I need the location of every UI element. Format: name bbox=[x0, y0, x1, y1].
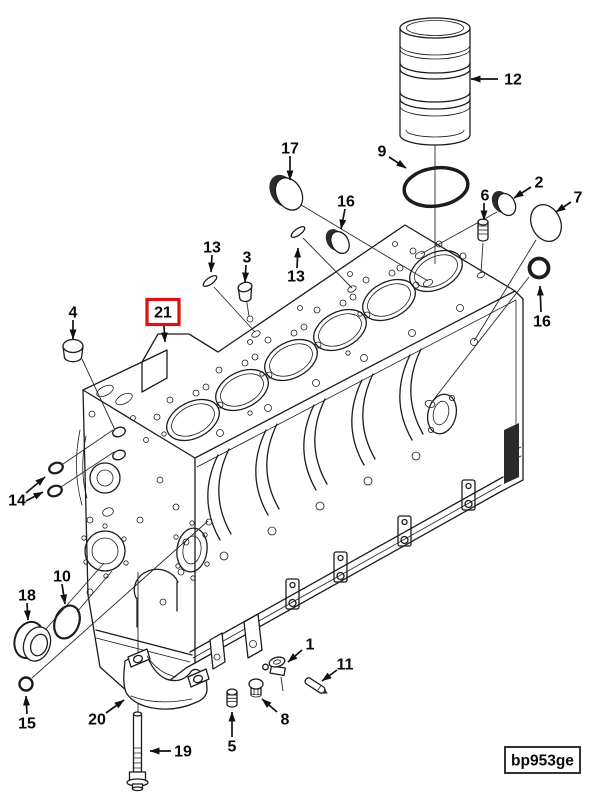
part-2-cup-plug bbox=[491, 191, 517, 217]
part-9-liner-oring bbox=[402, 165, 470, 209]
part-10-cam-oring bbox=[53, 604, 81, 640]
part-7-expansion-plug-large bbox=[530, 204, 562, 242]
svg-text:12: 12 bbox=[504, 72, 522, 89]
figure-code-box bbox=[504, 746, 581, 774]
part-19-cap-bolt bbox=[126, 711, 149, 792]
part-1-fitting bbox=[262, 656, 286, 677]
callout-3-dowel-plug: 3 bbox=[242, 250, 252, 283]
svg-text:8: 8 bbox=[281, 712, 290, 729]
callout-10-cam-oring: 10 bbox=[53, 569, 71, 605]
callout-5-bottom-plug: 5 bbox=[228, 711, 237, 756]
svg-text:13: 13 bbox=[287, 269, 305, 286]
engine-block-drawing bbox=[76, 224, 524, 693]
callout-2-cup-plug-rear: 2 bbox=[513, 175, 544, 199]
svg-text:19: 19 bbox=[174, 744, 192, 761]
part-16-cup-plug-upper bbox=[325, 229, 350, 255]
part-15-small-oring bbox=[18, 676, 34, 692]
svg-text:7: 7 bbox=[574, 190, 583, 207]
part-3-dowel-plug bbox=[237, 281, 253, 303]
svg-text:20: 20 bbox=[88, 712, 106, 729]
front-face-details bbox=[76, 410, 190, 628]
callout-4-front-bushing: 4 bbox=[69, 305, 78, 340]
svg-text:4: 4 bbox=[69, 305, 78, 322]
svg-text:9: 9 bbox=[378, 144, 387, 161]
figure-code-text: bp953ge bbox=[511, 753, 574, 770]
svg-text:5: 5 bbox=[228, 739, 237, 756]
part-13-dowel-middle bbox=[290, 225, 306, 239]
deck-holes bbox=[96, 240, 467, 437]
part-11-dowel-pin bbox=[304, 677, 328, 694]
loose-parts bbox=[13, 17, 562, 792]
callout-21-cylinder-block: 21 bbox=[145, 297, 181, 343]
part-14-front-orings bbox=[47, 461, 64, 498]
callout-20-bearing-cap: 20 bbox=[88, 699, 125, 729]
svg-text:15: 15 bbox=[18, 716, 36, 733]
callout-1-fitting: 1 bbox=[287, 637, 315, 663]
part-16-oring-right bbox=[527, 256, 551, 280]
svg-text:1: 1 bbox=[306, 637, 315, 654]
svg-text:16: 16 bbox=[533, 314, 551, 331]
callout-19-cap-bolt: 19 bbox=[149, 744, 192, 761]
callout-18-cam-bushing: 18 bbox=[18, 588, 36, 621]
svg-text:2: 2 bbox=[535, 175, 544, 192]
part-13-dowel-left bbox=[202, 274, 218, 288]
svg-text:3: 3 bbox=[243, 250, 252, 267]
callout-13-dowel-middle: 13 bbox=[287, 247, 305, 286]
part-18-cam-bushing bbox=[13, 620, 52, 662]
svg-text:17: 17 bbox=[281, 141, 299, 158]
svg-text:10: 10 bbox=[53, 569, 71, 586]
part-17-expansion-plug bbox=[269, 174, 304, 211]
side-face-details bbox=[173, 348, 476, 670]
part-8-hex-plug bbox=[248, 678, 264, 698]
part-20-bearing-cap bbox=[123, 648, 210, 710]
svg-text:11: 11 bbox=[337, 657, 354, 674]
part-4-front-bushing bbox=[62, 338, 84, 363]
callout-6-pipe-plug-rear: 6 bbox=[480, 188, 490, 221]
part-12-cylinder-liner bbox=[399, 17, 471, 146]
callout-14-front-orings: 14 bbox=[8, 476, 46, 510]
callout-16-oring-right: 16 bbox=[533, 285, 551, 331]
part-6-pipe-plug bbox=[477, 218, 489, 242]
svg-text:16: 16 bbox=[337, 194, 355, 211]
svg-text:18: 18 bbox=[18, 588, 36, 605]
callout-7-expansion-plug-rear: 7 bbox=[555, 190, 583, 213]
figure-code: bp953ge bbox=[504, 746, 581, 774]
callout-16-cup-plug-upper: 16 bbox=[337, 194, 355, 230]
svg-text:21: 21 bbox=[154, 305, 172, 322]
svg-text:14: 14 bbox=[8, 493, 26, 510]
callout-12-cylinder-liner: 12 bbox=[470, 72, 522, 89]
callout-11-dowel-pin: 11 bbox=[321, 657, 354, 682]
part-5-bottom-plug bbox=[226, 688, 238, 708]
svg-text:13: 13 bbox=[203, 240, 221, 257]
svg-text:6: 6 bbox=[481, 188, 490, 205]
leader-lines bbox=[31, 143, 537, 713]
callout-8-bottom-plug-hex: 8 bbox=[261, 698, 290, 729]
callout-13-dowel-left: 13 bbox=[203, 240, 221, 273]
callout-15-small-oring: 15 bbox=[18, 695, 36, 733]
callout-9-liner-oring: 9 bbox=[378, 144, 407, 169]
callout-17-expansion-plug-top: 17 bbox=[281, 141, 299, 181]
